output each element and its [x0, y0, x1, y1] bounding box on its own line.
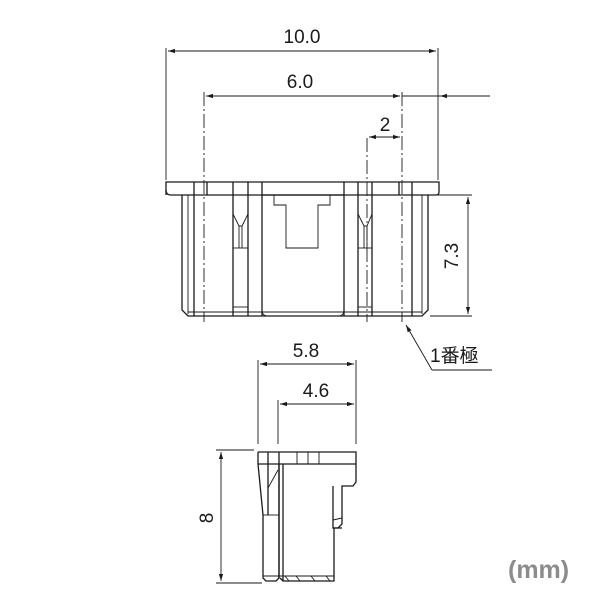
dim-label-8: 8 [197, 513, 218, 524]
pin1-callout: 1番極 [405, 324, 492, 371]
dim-label-10: 10.0 [284, 27, 321, 48]
dim-pitch: 2 [369, 115, 400, 140]
dim-height-8: 8 [197, 449, 262, 584]
dim-inner-depth: 4.6 [277, 381, 354, 444]
pin1-label: 1番極 [430, 345, 479, 367]
dim-overall-width: 10.0 [165, 27, 439, 180]
dim-label-2: 2 [380, 115, 391, 136]
dim-label-7-3: 7.3 [442, 243, 463, 269]
dim-pin-span: 6.0 [206, 72, 490, 99]
side-view [257, 451, 357, 582]
dim-label-6: 6.0 [287, 72, 313, 93]
unit-label: (mm) [508, 556, 570, 584]
dim-label-5-8: 5.8 [293, 341, 319, 362]
dim-overall-depth: 5.8 [257, 341, 357, 444]
dim-height-7-3: 7.3 [430, 194, 472, 317]
top-view [165, 92, 440, 322]
dim-label-4-6: 4.6 [303, 381, 329, 402]
